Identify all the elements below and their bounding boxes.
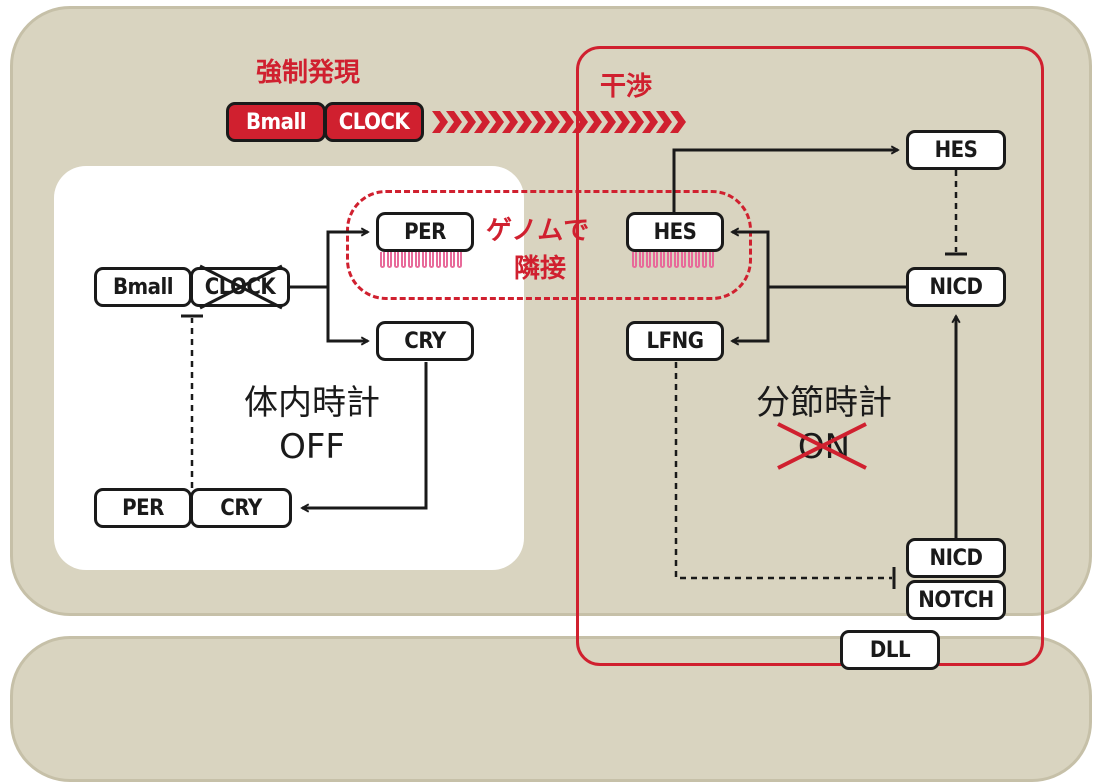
cry-box-bottom: CRY — [190, 488, 292, 528]
hes-gene-ticks-icon — [632, 252, 716, 270]
forced-expression-chevrons — [432, 111, 686, 133]
pathway-wires — [181, 111, 967, 589]
dll-box: DLL — [840, 630, 940, 670]
forced-expression-label: 強制発現 — [256, 58, 361, 88]
hes-box-left: HES — [626, 212, 724, 252]
notch-box: NOTCH — [906, 580, 1006, 620]
cry-box-top: CRY — [376, 321, 474, 361]
bmall-box: Bmall — [94, 267, 192, 307]
hes-box-right: HES — [906, 130, 1006, 170]
body-clock-label: 体内時計 — [244, 383, 380, 423]
body-clock-state: OFF — [279, 427, 345, 467]
per-gene-ticks-icon — [380, 252, 464, 270]
clock-knockout-cross-icon — [199, 264, 283, 310]
per-box-top: PER — [376, 212, 474, 252]
nicd-box-mid: NICD — [906, 267, 1006, 307]
interference-frame — [576, 46, 1044, 666]
bmall-forced-box: Bmall — [226, 102, 326, 142]
genome-adjacent-label-line1: ゲノムで — [486, 216, 590, 246]
segment-clock-off-cross-icon — [777, 422, 867, 470]
genome-adjacent-label-line2: 隣接 — [514, 254, 567, 284]
clock-forced-box: CLOCK — [324, 102, 424, 142]
clock-box: CLOCK — [190, 267, 290, 307]
nicd-box-bottom: NICD — [906, 538, 1006, 578]
genome-adjacency-zone — [346, 190, 752, 300]
segment-clock-label: 分節時計 — [756, 383, 892, 423]
interference-label: 干渉 — [600, 72, 653, 102]
per-box-bottom: PER — [94, 488, 192, 528]
lfng-box: LFNG — [626, 321, 724, 361]
